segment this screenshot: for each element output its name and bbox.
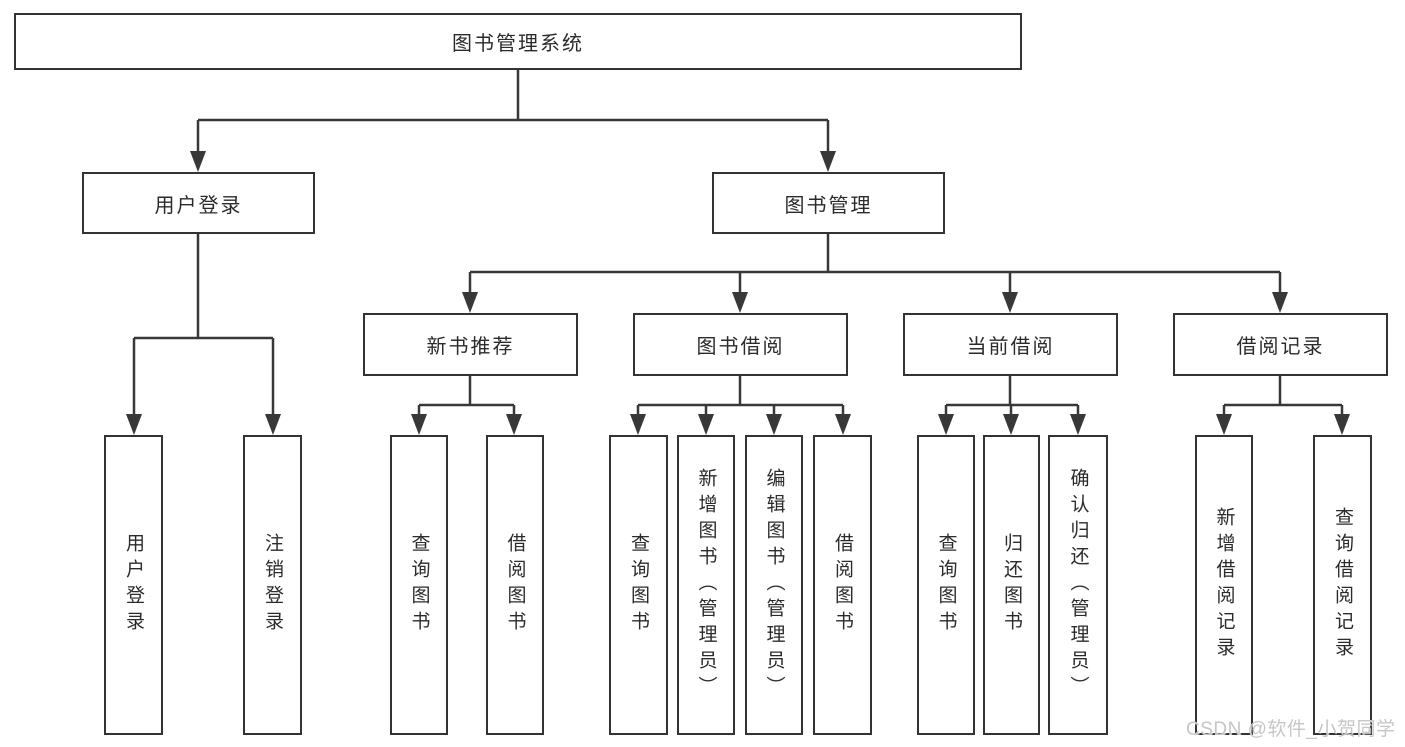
- arrow-icon: [1334, 414, 1350, 435]
- connector-borrow-record: [1222, 376, 1344, 414]
- arrow-icon: [1002, 292, 1018, 313]
- leaf-confirm-return-admin: 确认归还（管理员）: [1048, 435, 1108, 735]
- arrow-icon: [411, 414, 427, 435]
- arrow-icon: [732, 292, 748, 313]
- connector-book-mgmt: [468, 234, 1282, 293]
- csdn-watermark: CSDN @软件_小贺同学: [1186, 719, 1396, 740]
- node-new-book-recommend: 新书推荐: [363, 313, 578, 376]
- arrow-icon: [835, 414, 851, 435]
- connector-book-borrow: [636, 376, 845, 414]
- leaf-add-book-admin: 新增图书（管理员）: [677, 435, 735, 735]
- leaf-query-book-current: 查询图书: [917, 435, 975, 735]
- arrow-icon: [698, 414, 714, 435]
- arrow-icon: [766, 414, 782, 435]
- arrowheads: [126, 151, 1350, 435]
- arrow-icon: [126, 414, 142, 435]
- leaf-return-book: 归还图书: [983, 435, 1040, 735]
- leaf-borrow-book-recommend: 借阅图书: [486, 435, 544, 735]
- node-book-management: 图书管理: [712, 172, 945, 234]
- leaf-query-book-recommend: 查询图书: [390, 435, 448, 735]
- node-current-borrow: 当前借阅: [903, 313, 1118, 376]
- arrow-icon: [630, 414, 646, 435]
- connector-root: [196, 70, 830, 152]
- connector-new-book: [417, 376, 516, 414]
- node-user-login: 用户登录: [82, 172, 315, 234]
- leaf-logout: 注销登录: [243, 435, 302, 735]
- arrow-icon: [190, 151, 206, 172]
- arrow-icon: [506, 414, 522, 435]
- leaf-borrow-book: 借阅图书: [813, 435, 872, 735]
- arrow-icon: [462, 292, 478, 313]
- node-root: 图书管理系统: [14, 13, 1022, 70]
- leaf-add-borrow-record: 新增借阅记录: [1195, 435, 1253, 735]
- leaf-query-book-borrow: 查询图书: [609, 435, 668, 735]
- arrow-icon: [1272, 292, 1288, 313]
- connector-user-login: [132, 234, 275, 415]
- arrow-icon: [938, 414, 954, 435]
- node-borrow-record: 借阅记录: [1173, 313, 1388, 376]
- leaf-edit-book-admin: 编辑图书（管理员）: [745, 435, 803, 735]
- leaf-query-borrow-record: 查询借阅记录: [1313, 435, 1372, 735]
- arrow-icon: [265, 414, 281, 435]
- arrow-icon: [1216, 414, 1232, 435]
- connector-current-borrow: [944, 376, 1080, 414]
- arrow-icon: [1070, 414, 1086, 435]
- arrow-icon: [1003, 414, 1019, 435]
- arrow-icon: [820, 151, 836, 172]
- leaf-user-login: 用户登录: [104, 435, 163, 735]
- node-book-borrow: 图书借阅: [633, 313, 848, 376]
